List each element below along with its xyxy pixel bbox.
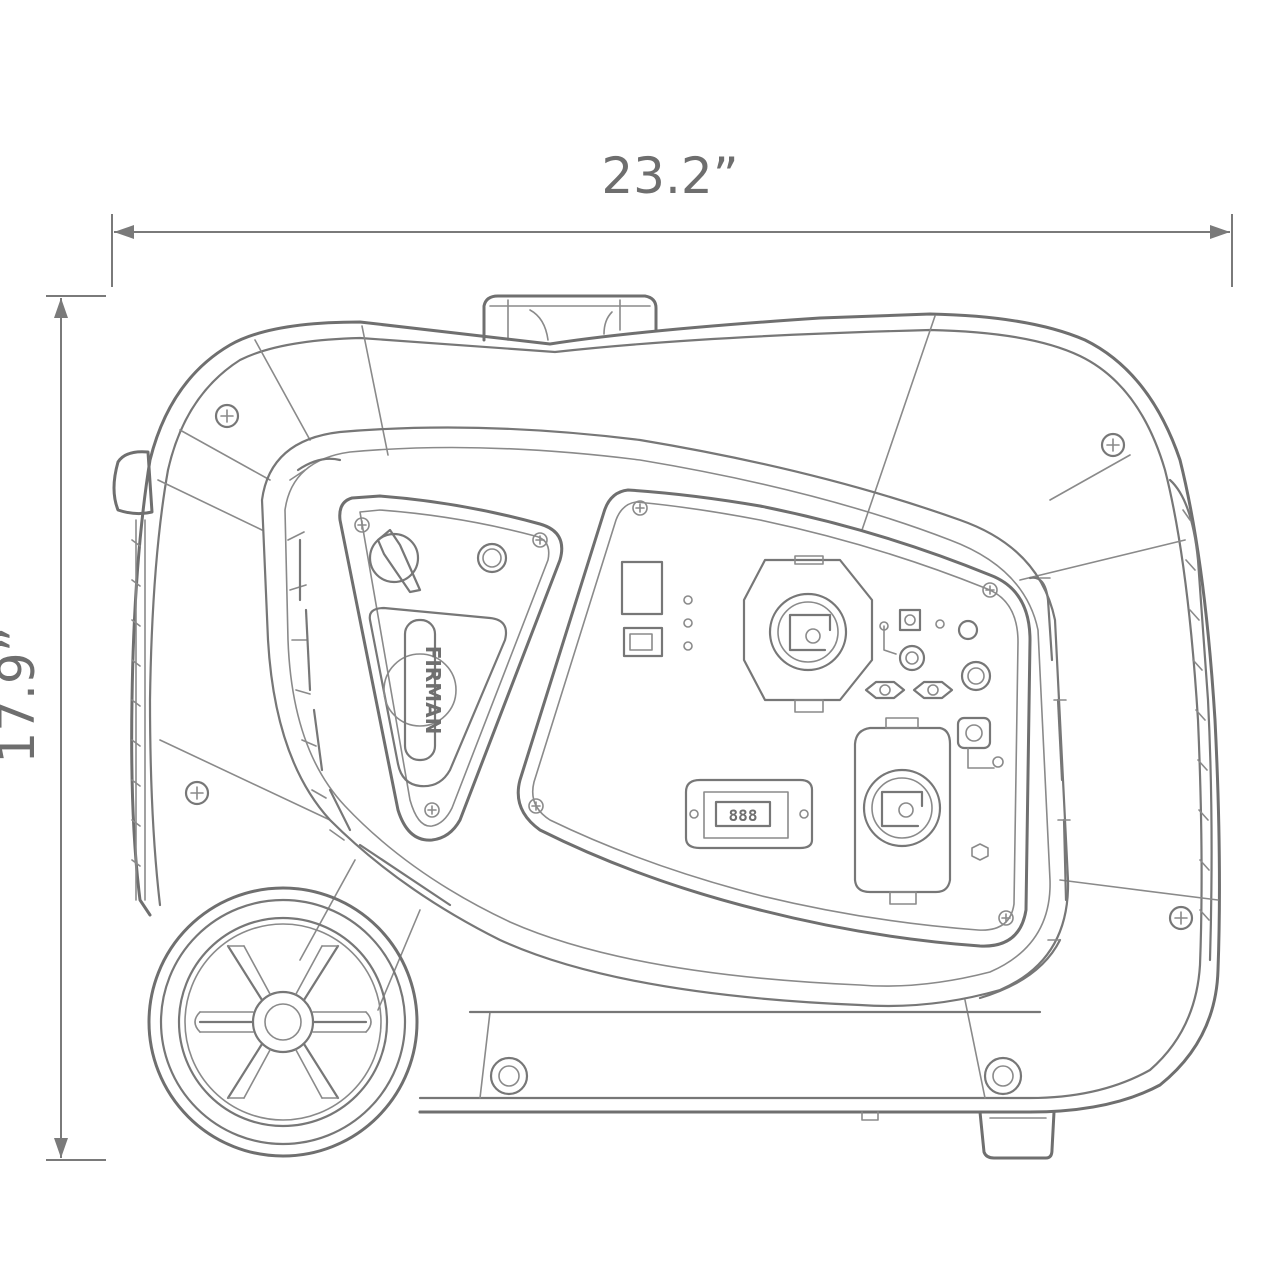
- height-arrow-top: [54, 298, 68, 318]
- screw-icon: [998, 910, 1014, 926]
- screw-icon: [424, 802, 440, 818]
- screw-icon: [982, 582, 998, 598]
- screw-icon: [528, 798, 544, 814]
- width-arrow-right: [1210, 225, 1230, 239]
- indicator-light: [683, 618, 693, 628]
- height-dimension: 17.9”: [0, 295, 106, 1161]
- screw-icon: [532, 532, 548, 548]
- screw-icon: [632, 500, 648, 516]
- side-panel-outline: [260, 426, 1070, 1008]
- main-control-panel: 888: [516, 488, 1032, 948]
- fuel-switch-knob: [368, 528, 422, 594]
- indicator-light: [683, 641, 693, 651]
- breaker-switch: [620, 560, 664, 616]
- generator: FIRMAN: [112, 294, 1221, 1160]
- screw-icon: [354, 517, 370, 533]
- recoil-recess: [368, 606, 508, 788]
- left-handle-nub: [112, 450, 154, 516]
- brand-plate: FIRMAN: [403, 618, 445, 762]
- eco-switch: [622, 626, 664, 658]
- oil-indicator: [476, 542, 508, 574]
- screw-icon: [214, 403, 240, 429]
- screw-icon: [1168, 905, 1194, 931]
- screw-icon: [1100, 432, 1126, 458]
- outer-shell: [130, 312, 1221, 1114]
- base: [418, 1010, 1056, 1160]
- base-bolt: [983, 1056, 1023, 1096]
- base-bolt: [489, 1056, 529, 1096]
- right-vent-slots: [978, 576, 1071, 1000]
- left-vent-slots: [287, 457, 452, 907]
- display-readout: 888: [729, 806, 758, 825]
- width-label: 23.2”: [601, 147, 738, 205]
- indicator-light: [683, 595, 693, 605]
- width-dimension: 23.2”: [111, 147, 1233, 287]
- dc-connectors: [864, 608, 1004, 861]
- panel-facet-lines: [157, 315, 1219, 1099]
- left-control-panel: FIRMAN: [338, 494, 564, 842]
- rear-foot: [978, 1110, 1056, 1160]
- right-edge-rib: [1168, 478, 1213, 962]
- wheel: [147, 886, 419, 1158]
- height-label: 17.9”: [0, 626, 46, 763]
- large-outlet-top: [742, 555, 874, 713]
- screw-icon: [184, 780, 210, 806]
- brand-logo-text: FIRMAN: [421, 646, 445, 735]
- carry-handle: [482, 294, 658, 342]
- height-arrow-bottom: [54, 1138, 68, 1158]
- large-outlet-bottom: [853, 717, 952, 905]
- width-arrow-left: [114, 225, 134, 239]
- digital-display: 888: [684, 778, 814, 850]
